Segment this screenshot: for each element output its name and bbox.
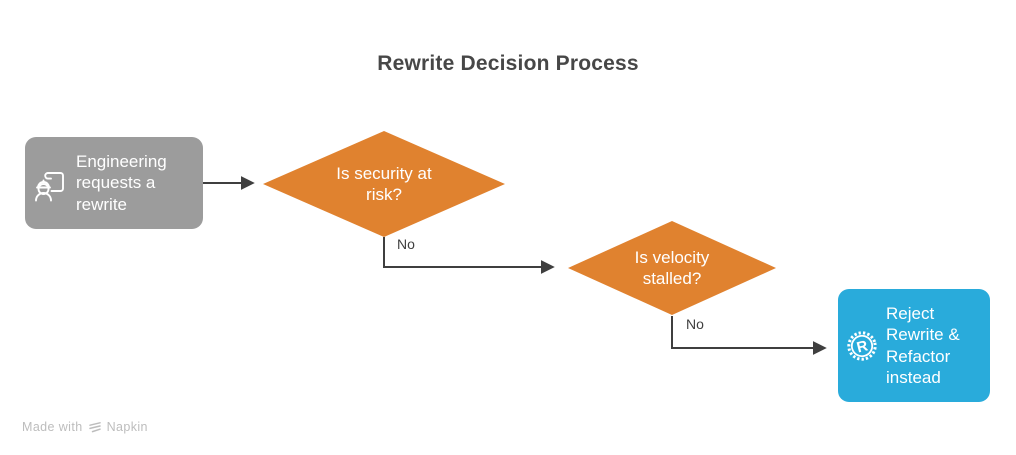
node-label: Is security at risk? xyxy=(336,163,432,204)
engineer-blueprint-icon xyxy=(33,163,69,203)
napkin-watermark: Made with Napkin xyxy=(22,420,148,434)
edge-label-no: No xyxy=(397,236,415,252)
node-reject-rewrite: R Reject Rewrite & Refactor instead xyxy=(838,289,990,402)
node-decision-security: Is security at risk? xyxy=(263,131,505,237)
edge-label-no: No xyxy=(686,316,704,332)
node-engineering-request: Engineering requests a rewrite xyxy=(25,137,203,229)
rejected-stamp-icon: R xyxy=(845,329,879,363)
watermark-text: Made with xyxy=(22,420,83,434)
node-label: Engineering requests a rewrite xyxy=(76,152,167,214)
svg-text:R: R xyxy=(855,337,870,356)
page-title: Rewrite Decision Process xyxy=(377,52,639,75)
node-decision-velocity: Is velocity stalled? xyxy=(568,221,776,315)
napkin-logo-icon xyxy=(88,421,102,434)
watermark-brand: Napkin xyxy=(106,420,148,434)
node-label: Reject Rewrite & Refactor instead xyxy=(886,304,960,387)
node-label: Is velocity stalled? xyxy=(634,247,710,288)
